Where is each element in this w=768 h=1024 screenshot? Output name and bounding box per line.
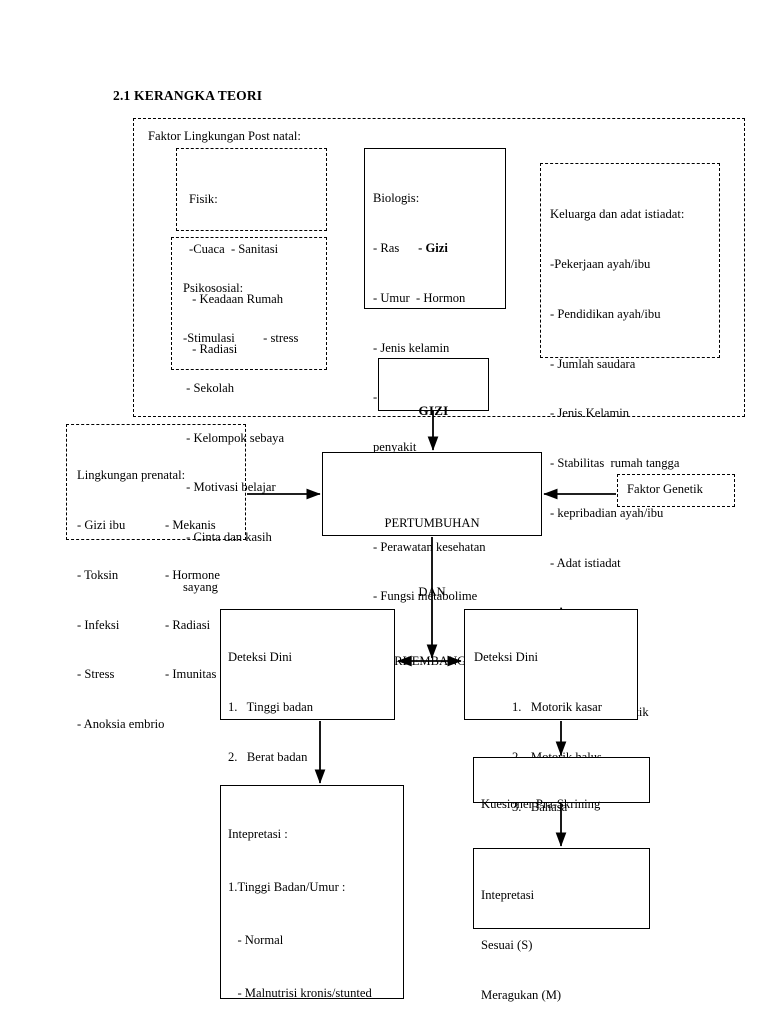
psikososial-box bbox=[171, 237, 327, 370]
deteksi-perkembangan-title: Deteksi Dini bbox=[474, 650, 539, 665]
biologis-title: Biologis: bbox=[373, 191, 420, 206]
genetik-label: Faktor Genetik bbox=[627, 482, 703, 496]
prenatal-header: Lingkungan prenatal: bbox=[77, 468, 186, 483]
intepretasi-fisik-line-2: - Malnutrisi kronis/stunted bbox=[228, 985, 372, 1000]
central-line-2: DAN bbox=[418, 585, 446, 599]
prenatal-last: - Anoksia embrio bbox=[77, 717, 165, 732]
psikososial-line-3: - Motivasi belajar bbox=[183, 480, 276, 495]
intepretasi-fisik-content: Intepretasi : 1.Tinggi Badan/Umur : - No… bbox=[228, 791, 374, 1024]
central-box bbox=[322, 452, 542, 536]
prenatal-row-2: - Infeksi - Radiasi bbox=[77, 617, 242, 634]
psikososial-line-0: -Stimulasi - stress bbox=[183, 330, 299, 345]
psikososial-title: Psikososial: bbox=[183, 281, 244, 296]
prenatal-row-0: - Gizi ibu - Mekanis bbox=[77, 517, 242, 534]
kpsp-box bbox=[473, 757, 650, 803]
psikososial-line-1: - Sekolah bbox=[183, 380, 235, 395]
deteksi-perkembangan-item-2: 3. Bahasa bbox=[512, 799, 568, 814]
postnatal-header: Faktor Lingkungan Post natal: bbox=[148, 129, 301, 143]
gizi-asi-box bbox=[378, 358, 489, 411]
fisik-line-1: - Keadaan Rumah bbox=[189, 291, 284, 306]
intepretasi-fisik-box bbox=[220, 785, 404, 999]
keluarga-line-5: - kepribadian ayah/ibu bbox=[550, 505, 664, 520]
prenatal-content: Lingkungan prenatal: - Gizi ibu - Mekani… bbox=[77, 434, 242, 766]
biologis-line-4: penyakit bbox=[373, 440, 417, 455]
deteksi-dini-fisik-box bbox=[220, 609, 395, 720]
biologis-gizi: - Gizi bbox=[418, 240, 448, 255]
keluarga-line-0: -Pekerjaan ayah/ibu bbox=[550, 256, 651, 271]
prenatal-row-3-left: - Stress bbox=[77, 667, 115, 682]
intepretasi-fisik-line-0: 1.Tinggi Badan/Umur : bbox=[228, 879, 346, 894]
prenatal-row-0-left: - Gizi ibu bbox=[77, 517, 126, 532]
intepretasi-kpsp-line-0: Intepretasi bbox=[481, 888, 535, 903]
prenatal-row-2-left: - Infeksi bbox=[77, 617, 120, 632]
psikososial-line-5: sayang bbox=[183, 579, 218, 594]
keluarga-line-1: - Pendidikan ayah/ibu bbox=[550, 306, 661, 321]
biologis-line-2: - Jenis kelamin bbox=[373, 340, 450, 355]
psikososial-line-2: - Kelompok sebaya bbox=[183, 430, 285, 445]
intepretasi-kpsp-line-1: Sesuai (S) bbox=[481, 937, 533, 952]
intepretasi-kpsp-box bbox=[473, 848, 650, 929]
postnatal-container bbox=[133, 118, 745, 417]
kpsp-line-1: Kuesioner Pra-Skrining bbox=[481, 797, 601, 812]
biologis-ras: - Ras bbox=[373, 240, 419, 255]
psikososial-content: Psikososial: -Stimulasi - stress - Sekol… bbox=[183, 247, 298, 629]
prenatal-row-0-right: - Mekanis bbox=[165, 517, 216, 532]
deteksi-dini-perkembangan-box bbox=[464, 609, 638, 720]
prenatal-box bbox=[66, 424, 246, 540]
intepretasi-kpsp-line-2: Meragukan (M) bbox=[481, 987, 562, 1002]
page-title: 2.1 KERANGKA TEORI bbox=[113, 88, 263, 103]
prenatal-row-1: - Toksin - Hormone bbox=[77, 567, 242, 584]
deteksi-fisik-item-1: 2. Berat badan bbox=[228, 749, 308, 764]
psikososial-line-4: - Cinta dan kasih bbox=[183, 530, 272, 545]
intepretasi-fisik-title: Intepretasi : bbox=[228, 827, 288, 842]
keluarga-line-6: - Adat istiadat bbox=[550, 555, 621, 570]
deteksi-fisik-title: Deteksi Dini bbox=[228, 650, 293, 665]
biologis-line-1: - Umur - Hormon bbox=[373, 290, 466, 305]
fisik-title: Fisik: bbox=[189, 192, 218, 207]
biologis-line-0: - Ras - Gizi bbox=[373, 240, 486, 257]
deteksi-fisik-item-0: 1. Tinggi badan bbox=[228, 699, 314, 714]
prenatal-row-3-right: - Imunitas bbox=[165, 667, 217, 682]
central-line-1: PERTUMBUHAN bbox=[384, 516, 480, 530]
keluarga-line-4: - Stabilitas rumah tangga bbox=[550, 456, 680, 471]
keluarga-line-2: - Jumlah saudara bbox=[550, 356, 636, 371]
keluarga-box bbox=[540, 163, 720, 358]
prenatal-row-1-right: - Hormone bbox=[165, 567, 220, 582]
keluarga-title: Keluarga dan adat istiadat: bbox=[550, 207, 685, 222]
prenatal-row-2-right: - Radiasi bbox=[165, 617, 211, 632]
prenatal-row-1-left: - Toksin bbox=[77, 567, 119, 582]
intepretasi-kpsp-content: Intepretasi Sesuai (S) Meragukan (M) Pen… bbox=[481, 854, 574, 1024]
intepretasi-fisik-line-1: - Normal bbox=[228, 932, 284, 947]
fisik-line-2: - Radiasi bbox=[189, 341, 238, 356]
genetik-box bbox=[617, 474, 735, 507]
biologis-line-6: - Perawatan kesehatan bbox=[373, 539, 486, 554]
fisik-content: Fisik: -Cuaca - Sanitasi - Keadaan Rumah… bbox=[189, 158, 283, 390]
biologis-box bbox=[364, 148, 506, 309]
deteksi-perkembangan-item-0: 1. Motorik kasar bbox=[512, 699, 602, 714]
prenatal-row-3: - Stress - Imunitas bbox=[77, 666, 242, 683]
fisik-box bbox=[176, 148, 327, 231]
keluarga-line-3: - Jenis Kelamin bbox=[550, 406, 630, 421]
gizi-label: GIZI bbox=[418, 403, 449, 418]
fisik-line-0: -Cuaca - Sanitasi bbox=[189, 241, 279, 256]
